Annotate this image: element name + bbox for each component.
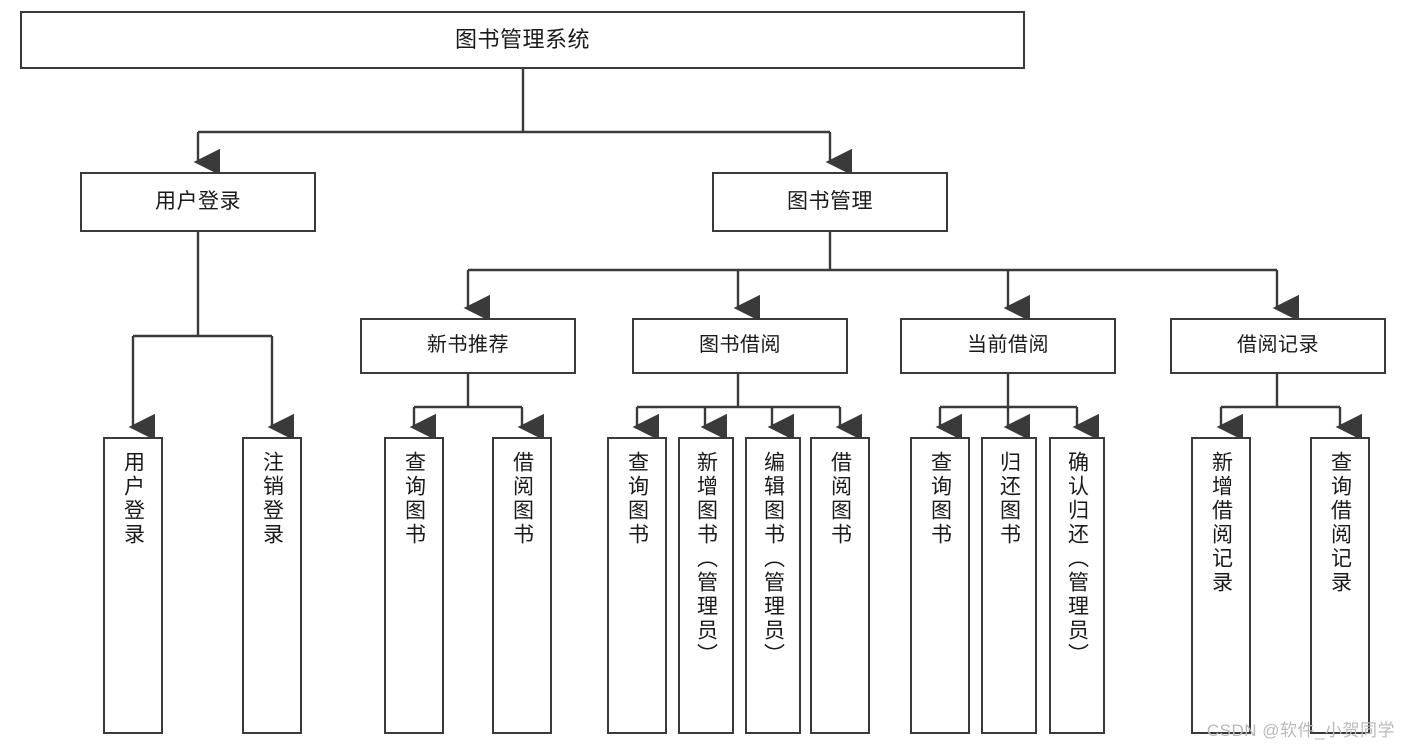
node-label: 新书推荐 — [427, 334, 509, 357]
node-root-book-management-system[interactable]: 图书管理系统 — [20, 11, 1025, 69]
node-new-book-recommend[interactable]: 新书推荐 — [360, 318, 576, 374]
leaf-add-borrow-record[interactable]: 新增借阅记录 — [1191, 437, 1251, 734]
node-label: 图书管理系统 — [454, 26, 590, 52]
node-label: 当前借阅 — [967, 334, 1049, 357]
node-label: 借阅图书 — [828, 451, 852, 547]
node-label: 新增借阅记录 — [1209, 451, 1233, 595]
node-book-management[interactable]: 图书管理 — [712, 172, 948, 232]
node-book-borrow[interactable]: 图书借阅 — [632, 318, 848, 374]
watermark: CSDN @软件_小贺同学 — [1206, 721, 1395, 740]
node-label: 用户登录 — [121, 451, 145, 547]
node-label: 查询图书 — [928, 451, 952, 547]
leaf-borrow-book-new[interactable]: 借阅图书 — [492, 437, 552, 734]
node-borrow-record[interactable]: 借阅记录 — [1170, 318, 1386, 374]
leaf-logout[interactable]: 注销登录 — [242, 437, 302, 734]
leaf-add-book-admin[interactable]: 新增图书（管理员） — [678, 437, 734, 734]
node-label: 图书借阅 — [699, 334, 781, 357]
node-label: 新增图书（管理员） — [694, 451, 718, 667]
leaf-edit-book-admin[interactable]: 编辑图书（管理员） — [745, 437, 801, 734]
leaf-query-borrow-record[interactable]: 查询借阅记录 — [1310, 437, 1370, 734]
leaf-user-login[interactable]: 用户登录 — [103, 437, 163, 734]
node-current-borrow[interactable]: 当前借阅 — [900, 318, 1116, 374]
leaf-query-book-current[interactable]: 查询图书 — [910, 437, 970, 734]
node-label: 查询图书 — [402, 451, 426, 547]
node-label: 注销登录 — [260, 451, 284, 547]
node-label: 借阅记录 — [1237, 334, 1319, 357]
leaf-query-book-new[interactable]: 查询图书 — [384, 437, 444, 734]
node-user-login[interactable]: 用户登录 — [80, 172, 316, 232]
node-label: 归还图书 — [997, 451, 1021, 547]
node-label: 查询借阅记录 — [1328, 451, 1352, 595]
node-label: 用户登录 — [155, 189, 241, 213]
node-label: 借阅图书 — [510, 451, 534, 547]
node-label: 查询图书 — [625, 451, 649, 547]
leaf-confirm-return-admin[interactable]: 确认归还（管理员） — [1049, 437, 1105, 734]
leaf-query-book-borrow[interactable]: 查询图书 — [607, 437, 667, 734]
node-label: 编辑图书（管理员） — [761, 451, 785, 667]
node-label: 图书管理 — [787, 189, 873, 213]
leaf-return-book[interactable]: 归还图书 — [981, 437, 1037, 734]
leaf-borrow-book-action[interactable]: 借阅图书 — [810, 437, 870, 734]
node-label: 确认归还（管理员） — [1065, 451, 1089, 667]
